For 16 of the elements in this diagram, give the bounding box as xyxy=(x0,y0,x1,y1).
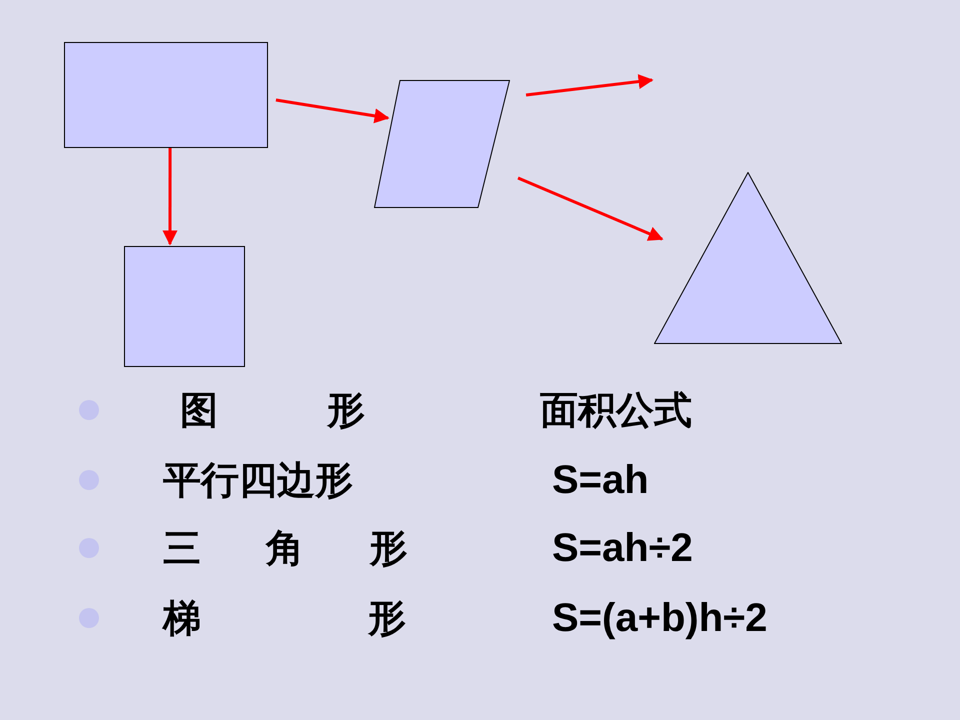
triangle-shape xyxy=(654,172,842,344)
rectangle-shape xyxy=(124,246,245,367)
area-formula: S=(a+b)h÷2 xyxy=(552,596,768,640)
arrow xyxy=(517,176,664,241)
arrow xyxy=(276,98,390,124)
shape-name: 三 角 形 xyxy=(163,526,408,570)
shape-name: 梯 形 xyxy=(163,596,406,640)
rectangle-shape xyxy=(64,42,268,148)
area-formula: S=ah÷2 xyxy=(552,526,693,570)
column-heading: 面积公式 xyxy=(540,388,692,432)
area-formula: S=ah xyxy=(552,458,649,502)
shape-name: 平行四边形 xyxy=(163,458,353,502)
column-heading: 图 形 xyxy=(180,388,366,432)
parallelogram-shape xyxy=(374,80,510,208)
arrow xyxy=(162,148,178,246)
arrow xyxy=(526,74,654,96)
